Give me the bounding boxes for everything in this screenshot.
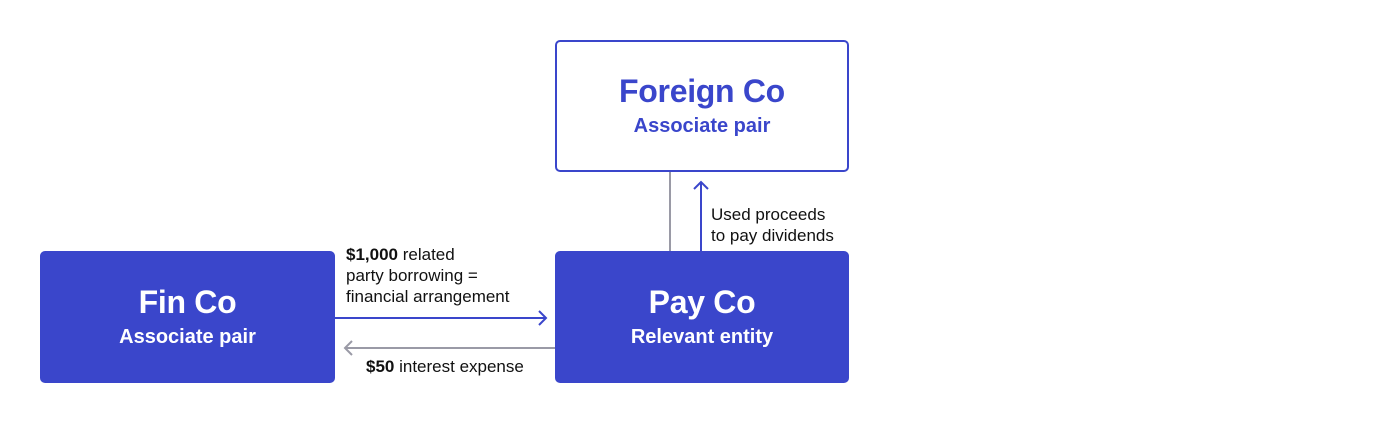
dividends-line2: to pay dividends xyxy=(711,226,834,245)
foreign-co-subtitle: Associate pair xyxy=(633,115,771,137)
dividends-label: Used proceeds to pay dividends xyxy=(711,204,834,246)
interest-text: interest expense xyxy=(394,357,524,376)
fin-co-box: Fin Co Associate pair xyxy=(40,251,335,383)
pay-co-subtitle: Relevant entity xyxy=(630,326,774,348)
interest-arrow xyxy=(343,340,555,356)
borrowing-arrow xyxy=(335,310,548,326)
borrowing-label: $1,000 related party borrowing = financi… xyxy=(346,244,509,307)
foreign-co-title: Foreign Co xyxy=(619,73,785,109)
foreign-co-box: Foreign Co Associate pair xyxy=(555,40,849,172)
borrowing-amount: $1,000 xyxy=(346,245,398,264)
interest-label: $50 interest expense xyxy=(366,356,524,377)
interest-amount: $50 xyxy=(366,357,395,376)
dividends-arrow xyxy=(693,180,709,251)
fin-co-title: Fin Co xyxy=(138,284,237,320)
borrowing-line3: financial arrangement xyxy=(346,287,510,306)
dividends-line1: Used proceeds xyxy=(711,205,826,224)
pay-co-box: Pay Co Relevant entity xyxy=(555,251,849,383)
fin-co-subtitle: Associate pair xyxy=(119,326,256,348)
pay-co-title: Pay Co xyxy=(648,284,756,320)
borrowing-line2: party borrowing = xyxy=(346,266,478,285)
borrowing-line1-text: related xyxy=(398,245,455,264)
